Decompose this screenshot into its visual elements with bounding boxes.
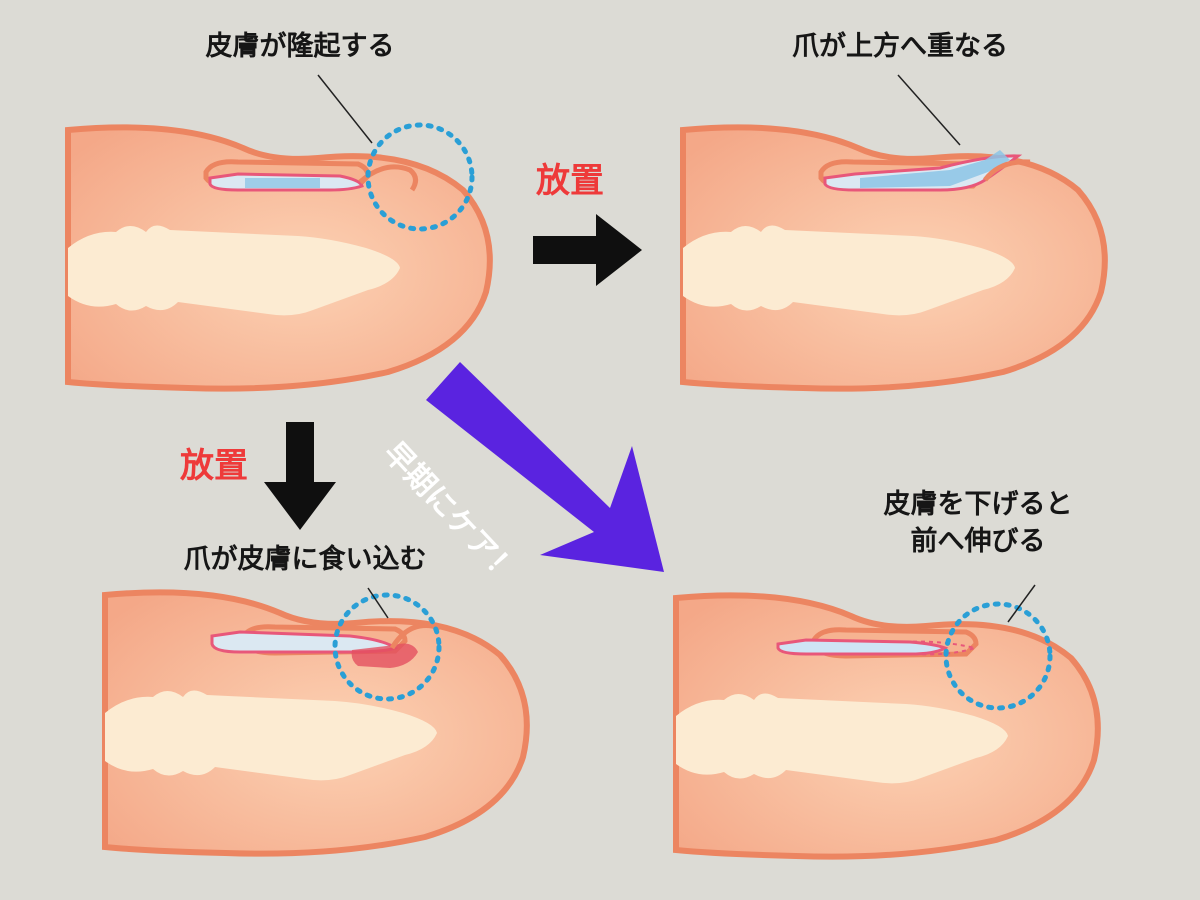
neglect-label-right: 放置 (536, 161, 604, 201)
nail-highlight (245, 178, 320, 188)
leader-line (1007, 584, 1036, 623)
finger-illustration (105, 592, 527, 853)
ingrown-area (351, 643, 418, 668)
nail-growth-outline (904, 640, 979, 656)
panel-top-right (683, 74, 1105, 389)
caption-nail-overlaps: 爪が上方へ重なる (792, 31, 1008, 62)
caption-lower-skin-line2: 前へ伸びる (910, 526, 1046, 557)
raised-skin (983, 159, 1031, 182)
arrow-diagonal-icon (426, 362, 664, 572)
caption-lower-skin-line1: 皮膚を下げると (883, 489, 1073, 520)
highlight-circle (332, 592, 442, 702)
nail-overlap-arrow (860, 150, 1010, 188)
raised-skin (358, 164, 418, 192)
finger-illustration (683, 127, 1105, 388)
panel-top-left (68, 74, 490, 389)
arrow-right-icon (533, 214, 642, 286)
finger-illustration (676, 595, 1098, 856)
caption-skin-raised: 皮膚が隆起する (205, 31, 395, 62)
raised-skin (389, 623, 441, 650)
caption-nail-ingrown: 爪が皮膚に食い込む (183, 544, 427, 575)
panel-bottom-right (676, 584, 1098, 857)
leader-line (897, 74, 961, 146)
leader-line (317, 74, 373, 144)
highlight-circle (365, 122, 475, 232)
arrow-down-icon (264, 422, 336, 530)
highlight-circle (943, 601, 1053, 711)
neglect-label-down: 放置 (180, 446, 248, 486)
nail-plate (208, 172, 364, 192)
leader-line (367, 587, 389, 619)
nail-plate (776, 638, 979, 656)
finger-illustration (68, 127, 490, 388)
panel-bottom-left (105, 587, 527, 854)
